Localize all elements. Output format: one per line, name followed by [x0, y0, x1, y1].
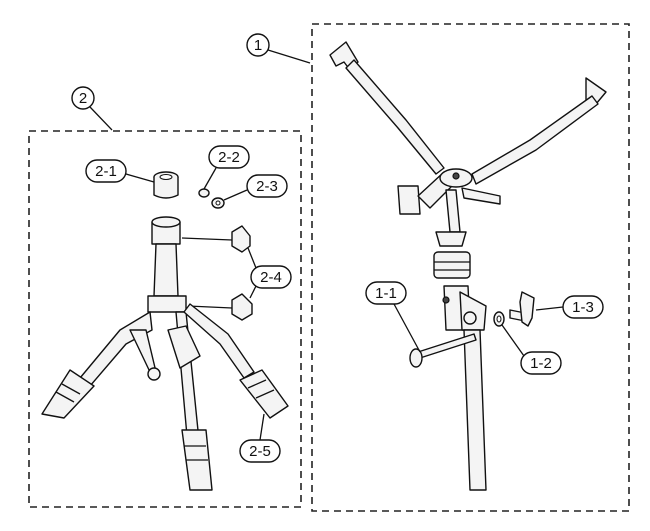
- callout-2-5: 2-5: [239, 413, 281, 463]
- cap-2-1: [153, 171, 179, 199]
- rubber-foot-center: [181, 429, 213, 491]
- wing-bolt-1-3: [509, 291, 535, 327]
- svg-text:2-2: 2-2: [218, 149, 240, 166]
- callout-1-3: 1-3: [535, 295, 604, 319]
- svg-text:1-1: 1-1: [375, 285, 397, 302]
- svg-text:2-3: 2-3: [256, 178, 278, 195]
- svg-text:2-4: 2-4: [260, 269, 282, 286]
- rubber-foot-left: [41, 369, 95, 419]
- nut-2-3: [211, 197, 225, 209]
- svg-text:2-1: 2-1: [95, 163, 117, 180]
- wing-bolt-2-4-upper: [181, 225, 251, 253]
- assembly-1-label: 1: [254, 37, 262, 54]
- rubber-foot-right: [239, 369, 289, 419]
- assembly-2-number: 2: [71, 86, 113, 131]
- callout-2-3: 2-3: [223, 174, 288, 201]
- washer-2-2: [198, 188, 210, 198]
- assembly-1-box: [311, 23, 630, 512]
- bolt-1-1: [409, 333, 477, 368]
- snare-basket: [329, 41, 607, 247]
- assembly-2-box: [28, 130, 302, 508]
- wing-bolt-2-4-lower: [187, 293, 253, 321]
- callout-2-4: 2-4: [247, 247, 292, 299]
- upper-pipe: [463, 329, 487, 491]
- callout-2-2: 2-2: [203, 145, 250, 190]
- washer-1-2: [493, 311, 505, 327]
- svg-text:1-3: 1-3: [572, 299, 594, 316]
- assembly-2-label: 2: [79, 90, 87, 107]
- assembly-1-number: 1: [246, 33, 311, 64]
- callout-2-1: 2-1: [85, 159, 155, 183]
- svg-text:2-5: 2-5: [249, 443, 271, 460]
- callout-1-1: 1-1: [365, 281, 421, 353]
- svg-text:1-2: 1-2: [530, 355, 552, 372]
- tilter-joint: [433, 251, 487, 331]
- tripod-legs: [79, 303, 255, 471]
- callout-1-2: 1-2: [501, 324, 562, 375]
- base-pipe: [147, 216, 187, 313]
